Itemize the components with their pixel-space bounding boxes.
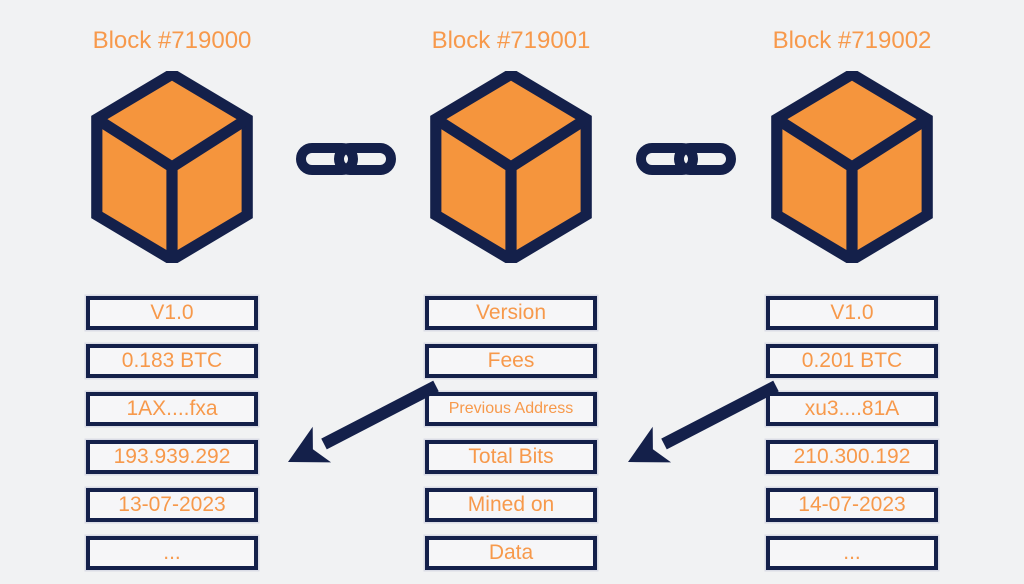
field-previous-address-value: xu3....81A: [766, 392, 938, 426]
block-cube-icon: [430, 71, 592, 263]
field-mined-on-label: Mined on: [425, 488, 597, 522]
field-fees-label: Fees: [425, 344, 597, 378]
field-total-bits-label: Total Bits: [425, 440, 597, 474]
field-mined-on-value: 14-07-2023: [766, 488, 938, 522]
block-719002-fields: V1.0 0.201 BTC xu3....81A 210.300.192 14…: [766, 296, 938, 570]
field-total-bits-value: 210.300.192: [766, 440, 938, 474]
field-data-value: ...: [86, 536, 258, 570]
field-version-value: V1.0: [766, 296, 938, 330]
field-previous-address-value: 1AX....fxa: [86, 392, 258, 426]
block-cube-icon: [91, 71, 253, 263]
previous-block-arrow: [628, 380, 779, 463]
field-mined-on-value: 13-07-2023: [86, 488, 258, 522]
block-title-719000: Block #719000: [92, 27, 252, 54]
field-fees-value: 0.201 BTC: [766, 344, 938, 378]
block-title-719002: Block #719002: [772, 27, 932, 54]
field-data-label: Data: [425, 536, 597, 570]
previous-block-arrow: [288, 380, 439, 463]
block-719001-fields: Version Fees Previous Address Total Bits…: [425, 296, 597, 570]
block-title-719001: Block #719001: [431, 27, 591, 54]
chain-link-icon: [636, 143, 736, 175]
field-total-bits-value: 193.939.292: [86, 440, 258, 474]
field-fees-value: 0.183 BTC: [86, 344, 258, 378]
field-version-value: V1.0: [86, 296, 258, 330]
field-data-value: ...: [766, 536, 938, 570]
chain-link-icon: [296, 143, 396, 175]
field-version-label: Version: [425, 296, 597, 330]
block-cube-icon: [771, 71, 933, 263]
field-previous-address-label: Previous Address: [425, 392, 597, 426]
block-719000-fields: V1.0 0.183 BTC 1AX....fxa 193.939.292 13…: [86, 296, 258, 570]
